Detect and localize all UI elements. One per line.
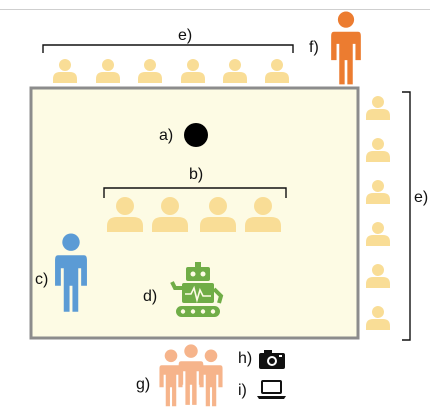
audience-member: [265, 59, 289, 83]
label-h: h): [238, 350, 252, 367]
group-of-three-people-icon: [159, 344, 223, 407]
audience-stage-bracket: [103, 187, 287, 198]
camera-icon: [259, 350, 285, 369]
label-b: b): [189, 166, 203, 183]
audience-right-bracket: [402, 91, 411, 341]
audience-top-bracket: [42, 44, 294, 53]
audience-member: [138, 59, 162, 83]
label-a: a): [159, 127, 173, 144]
robot-icon: [170, 262, 224, 317]
audience-member: [366, 222, 390, 246]
label-i: i): [238, 382, 247, 399]
audience-member: [96, 59, 120, 83]
audience-member: [223, 59, 247, 83]
label-e-right: e): [414, 189, 428, 206]
label-d: d): [143, 288, 157, 305]
audience-member: [366, 180, 390, 204]
audience-member: [366, 264, 390, 288]
audience-member: [181, 59, 205, 83]
label-f: f): [309, 39, 319, 56]
audience-top-row: [53, 59, 289, 83]
audience-right-column: [366, 96, 390, 330]
audience-member: [366, 96, 390, 120]
standing-person-orange-icon: [331, 11, 361, 85]
audience-member: [366, 306, 390, 330]
black-dot-icon: [184, 123, 208, 147]
audience-member: [366, 138, 390, 162]
label-e-top: e): [178, 27, 192, 44]
label-c: c): [35, 271, 48, 288]
audience-member: [53, 59, 77, 83]
laptop-icon: [257, 380, 286, 399]
label-g: g): [136, 376, 150, 393]
